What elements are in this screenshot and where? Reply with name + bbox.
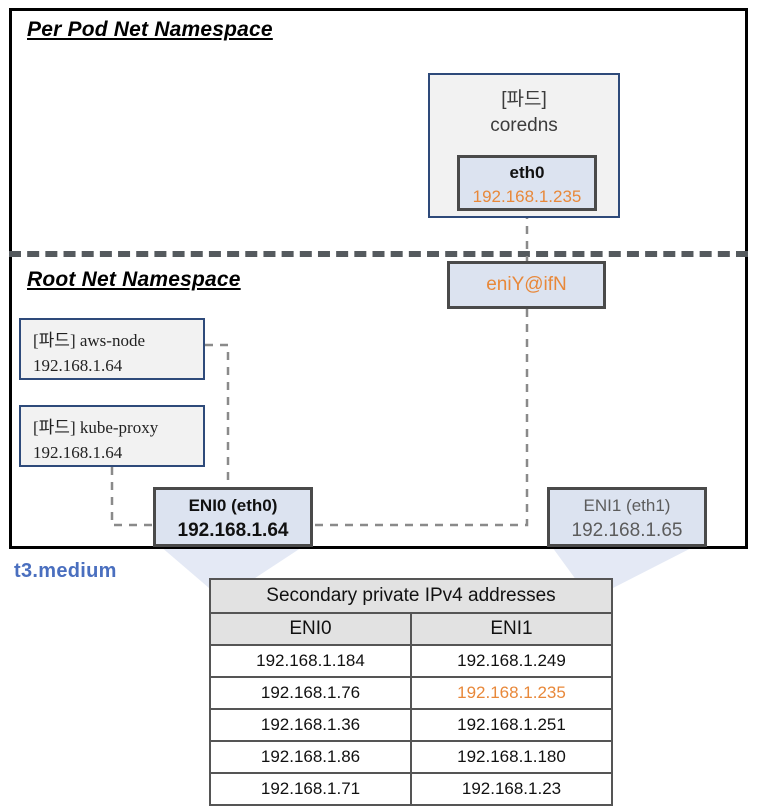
pod-eth0-name: eth0 xyxy=(509,163,545,182)
table-header-row: ENI0 ENI1 xyxy=(209,612,614,646)
table-row: 192.168.1.36 192.168.1.251 xyxy=(209,708,614,742)
pod-eth0-interface[interactable]: eth0 192.168.1.235 xyxy=(457,155,597,211)
pod-aws-node-name: [파드] aws-node xyxy=(33,331,145,350)
eni1-box[interactable]: ENI1 (eth1) 192.168.1.65 xyxy=(547,487,707,547)
per-pod-net-namespace-title: Per Pod Net Namespace xyxy=(27,18,273,41)
root-net-namespace-title: Root Net Namespace xyxy=(27,268,241,291)
table-cell: 192.168.1.249 xyxy=(409,644,614,678)
pod-kube-proxy-name: [파드] kube-proxy xyxy=(33,418,159,437)
secondary-ip-table-body: Secondary private IPv4 addresses ENI0 EN… xyxy=(209,578,614,806)
secondary-ip-table: Secondary private IPv4 addresses ENI0 EN… xyxy=(209,578,614,806)
table-cell: 192.168.1.36 xyxy=(209,708,412,742)
table-column-header-eni1: ENI1 xyxy=(409,612,614,646)
eni0-ip: 192.168.1.64 xyxy=(177,520,289,541)
eni0-label: ENI0 (eth0) xyxy=(188,496,278,515)
table-title-row: Secondary private IPv4 addresses xyxy=(209,578,613,614)
pod-coredns-name: coredns xyxy=(490,115,558,136)
table-cell: 192.168.1.180 xyxy=(409,740,614,774)
table-row: 192.168.1.71 192.168.1.23 xyxy=(209,772,614,806)
table-row: 192.168.1.184 192.168.1.249 xyxy=(209,644,614,678)
table-column-header-eni0: ENI0 xyxy=(209,612,412,646)
table-row: 192.168.1.86 192.168.1.180 xyxy=(209,740,614,774)
eni0-box[interactable]: ENI0 (eth0) 192.168.1.64 xyxy=(153,487,313,547)
pod-eth0-ip: 192.168.1.235 xyxy=(472,187,582,206)
table-cell: 192.168.1.184 xyxy=(209,644,412,678)
table-row: 192.168.1.76 192.168.1.235 xyxy=(209,676,614,710)
pod-coredns-bracket-label: [파드] xyxy=(501,89,547,110)
namespace-divider xyxy=(9,251,748,257)
eni1-ip: 192.168.1.65 xyxy=(571,520,683,541)
veth-eniY-ifN[interactable]: eniY@ifN xyxy=(447,261,606,309)
instance-type-label: t3.medium xyxy=(14,560,117,582)
pod-aws-node[interactable]: [파드] aws-node 192.168.1.64 xyxy=(19,318,205,380)
table-cell: 192.168.1.76 xyxy=(209,676,412,710)
table-cell: 192.168.1.23 xyxy=(409,772,614,806)
table-cell: 192.168.1.86 xyxy=(209,740,412,774)
veth-label: eniY@ifN xyxy=(486,274,567,295)
pod-kube-proxy[interactable]: [파드] kube-proxy 192.168.1.64 xyxy=(19,405,205,467)
table-title: Secondary private IPv4 addresses xyxy=(209,578,613,614)
table-cell-highlighted: 192.168.1.235 xyxy=(409,676,614,710)
table-cell: 192.168.1.71 xyxy=(209,772,412,806)
pod-aws-node-ip: 192.168.1.64 xyxy=(33,356,123,375)
pod-kube-proxy-ip: 192.168.1.64 xyxy=(33,443,123,462)
eni1-label: ENI1 (eth1) xyxy=(583,496,671,515)
table-cell: 192.168.1.251 xyxy=(409,708,614,742)
